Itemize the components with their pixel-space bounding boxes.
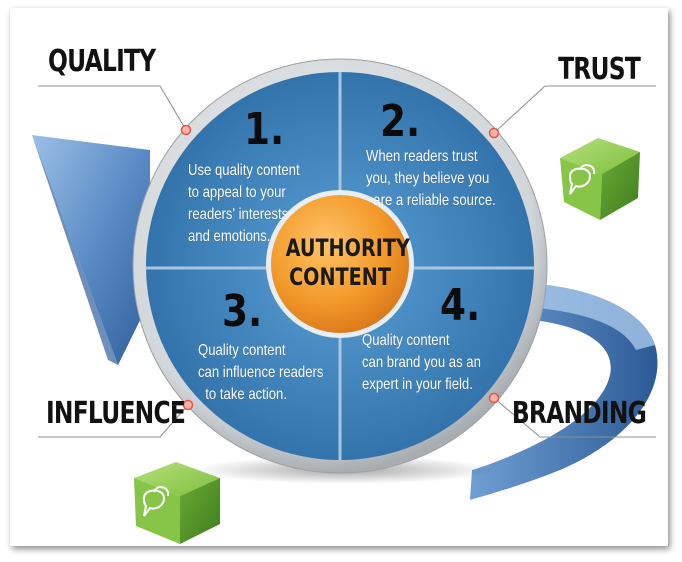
quadrant-1-text: Use quality content to appeal to your re… [188,162,300,245]
label-quality: QUALITY [48,44,156,79]
callout-dots [180,124,500,411]
center-circle [271,195,409,333]
label-influence: INFLUENCE [46,396,186,431]
quadrant-3-text: Quality content can influence readers to… [198,342,324,403]
label-branding: BRANDING [511,396,647,431]
callout-lines [38,85,656,438]
quadrant-3-number: 3. [222,286,263,337]
speech-bubble-cube-icon [134,462,220,544]
speech-bubble-cube-icon [560,138,640,220]
quadrant-2-number: 2. [380,96,421,147]
quadrant-4-text: Quality content can brand you as an expe… [362,332,481,393]
quadrant-1-number: 1. [244,104,285,155]
quadrant-4-number: 4. [440,280,481,331]
quadrant-2-text: When readers trust you, they believe you… [366,148,496,209]
center-title: AUTHORITY CONTENT [285,234,410,291]
label-trust: TRUST [558,52,641,87]
